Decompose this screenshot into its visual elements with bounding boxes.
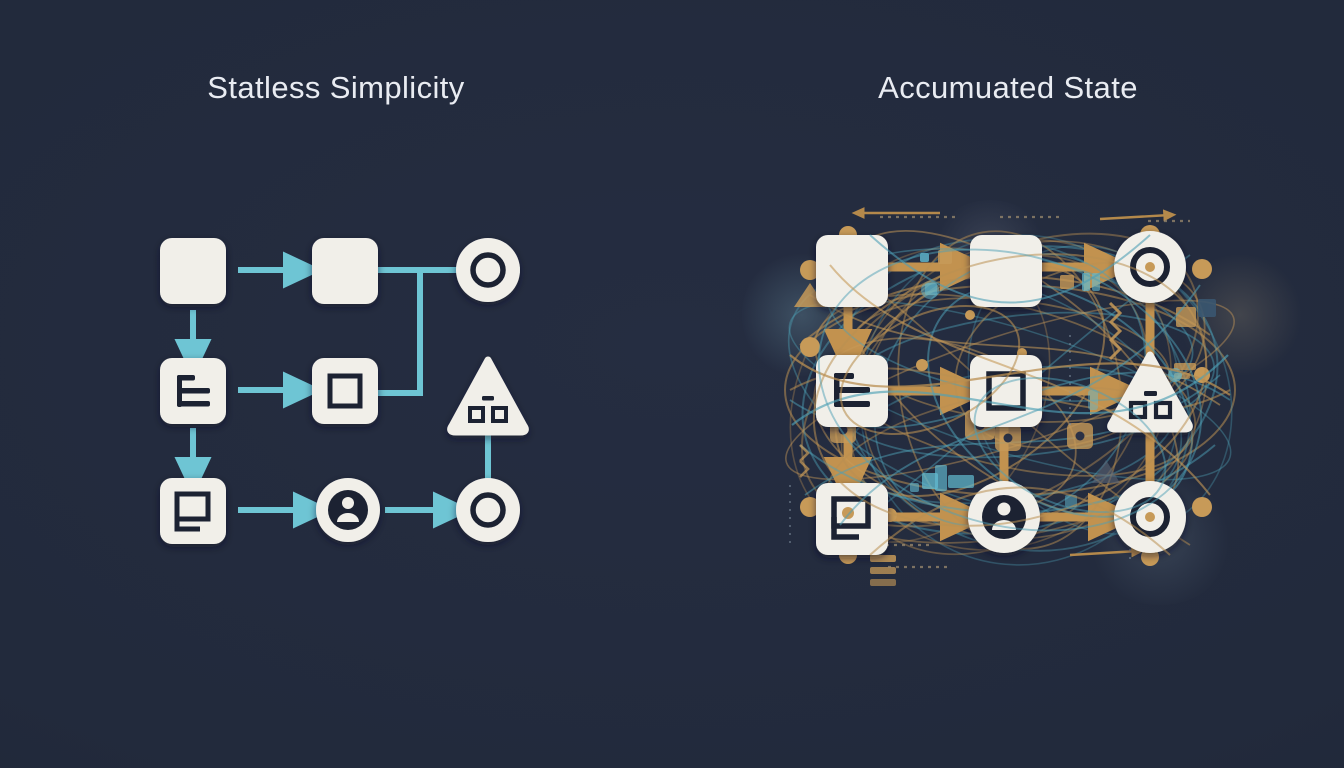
ring-target-icon [470,252,506,288]
square-outline-icon [327,373,363,409]
node-window-frame[interactable] [816,483,888,555]
diagram-stateless [120,200,640,580]
node-ring-target[interactable] [456,238,520,302]
node-ring-target[interactable] [1114,481,1186,553]
node-blank-card[interactable] [970,235,1042,307]
clutter-stray-arrows [789,207,1190,569]
clutter-ellipses-front [789,234,1231,556]
connector-group-left [174,251,520,529]
ring-target-icon [1130,497,1170,537]
blank-card-icon [970,235,1042,307]
node-user[interactable] [316,478,380,542]
blank-card-icon [312,238,378,304]
node-sitemap-triangle[interactable] [447,356,529,436]
list-icon [834,373,870,407]
blank-card-icon [816,235,888,307]
sitemap-icon [468,396,508,423]
user-icon [982,495,1026,539]
node-list[interactable] [816,355,888,427]
blank-card-icon [160,238,226,304]
node-window-frame[interactable] [160,478,226,544]
node-blank-card[interactable] [816,235,888,307]
window-frame-icon [174,491,211,532]
panel-title-right: Accumuated State [878,70,1138,105]
connector-elbow [372,267,423,396]
node-ring-target[interactable] [1114,231,1186,303]
panel-accumulated: Accumuated State [672,0,1344,768]
window-frame-icon [831,496,871,540]
panel-title-left: Statless Simplicity [207,70,465,105]
list-icon [177,375,210,407]
diagram-accumulated [770,195,1250,595]
node-blank-card[interactable] [160,238,226,304]
node-ring-target[interactable] [456,478,520,542]
ring-target-icon [470,492,506,528]
ring-target-icon [1130,247,1170,287]
node-list[interactable] [160,358,226,424]
node-square-outline[interactable] [312,358,378,424]
user-icon [328,490,368,530]
panel-stateless: Statless Simplicity [120,70,640,580]
node-blank-card[interactable] [312,238,378,304]
